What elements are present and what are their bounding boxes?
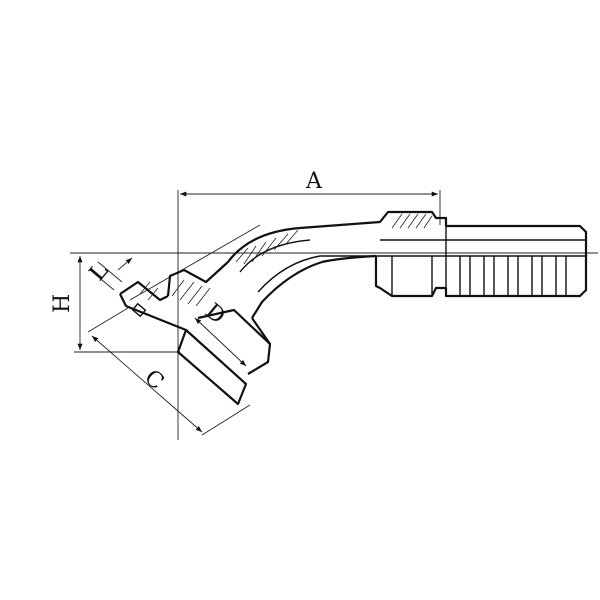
o-ring-groove — [131, 302, 147, 318]
dimension-h: H — [50, 252, 180, 353]
dimension-d: D — [194, 299, 247, 367]
hose-barbs — [459, 256, 567, 296]
c-extension-top — [87, 307, 129, 333]
elbow-outer-bottom — [251, 260, 323, 319]
section-hatching-straight — [391, 213, 433, 229]
hose-tail — [299, 210, 588, 298]
section-hatching-elbow — [235, 229, 299, 265]
elbow-lower-outline — [321, 254, 377, 264]
dimension-l-line — [117, 257, 133, 271]
elbow-outer-top — [227, 226, 301, 263]
dimension-l: L — [85, 257, 133, 291]
dimension-c-label: C — [139, 365, 168, 395]
seal-face — [119, 293, 187, 332]
elbow-bend — [227, 226, 377, 319]
flange-edge — [177, 329, 187, 353]
dimension-l-label: L — [85, 258, 114, 286]
dimension-a: A — [180, 169, 438, 197]
flange-centerline — [129, 224, 261, 301]
l-extension-bottom — [89, 269, 115, 291]
dimension-c: C — [87, 307, 251, 436]
c-extension-bottom — [201, 404, 251, 436]
flange-plate — [176, 328, 248, 406]
dimension-h-label: H — [50, 294, 75, 313]
l-extension-top — [97, 261, 123, 283]
dimension-a-label: A — [305, 169, 323, 194]
shoulder-side — [251, 317, 271, 345]
section-hatching-flange — [139, 279, 211, 307]
elbow-inner-top — [239, 239, 311, 273]
elbow-inner-bore — [257, 255, 376, 293]
flange-head — [119, 261, 272, 406]
dimension-d-line — [194, 317, 247, 367]
dimension-c-line — [91, 335, 203, 433]
seal-land — [119, 280, 169, 302]
flange-neck — [166, 261, 229, 297]
hose-tail-outline — [299, 210, 588, 298]
